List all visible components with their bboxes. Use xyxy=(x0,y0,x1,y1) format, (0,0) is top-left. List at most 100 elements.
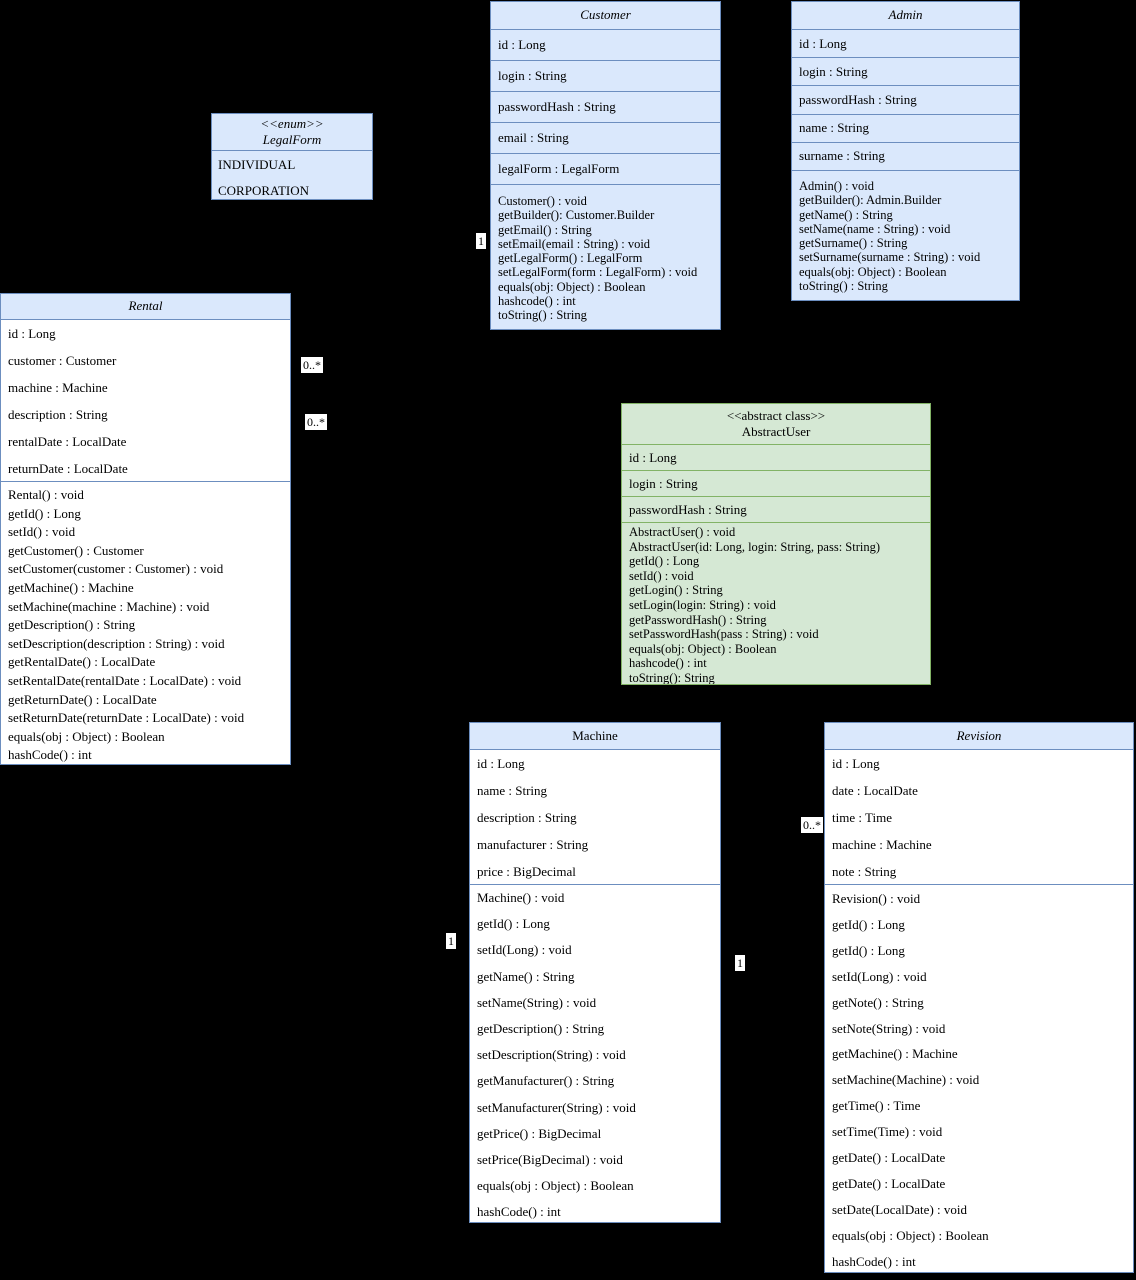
attribute-row: machine : Machine xyxy=(8,380,108,395)
attribute-row: passwordHash : String xyxy=(491,92,720,123)
class-name: Customer xyxy=(580,7,631,23)
attribute-row: name : String xyxy=(792,115,1019,143)
enum-value: CORPORATION xyxy=(218,182,310,198)
class-box-abstractuser[interactable]: <<abstract class>> AbstractUser id : Lon… xyxy=(621,403,931,685)
multiplicity-label-rental-upper[interactable]: 0..* xyxy=(301,357,323,373)
attribute-row: time : Time xyxy=(832,810,892,825)
multiplicity-label-machine-left[interactable]: 1 xyxy=(446,933,456,949)
enum-value: INDIVIDUAL xyxy=(218,157,296,172)
method-row: Machine() : void xyxy=(477,890,565,905)
method-row: getDate() : LocalDate xyxy=(832,1150,946,1166)
attributes-compartment: id : Long customer : Customer machine : Ma… xyxy=(1,320,290,482)
multiplicity-label-revision[interactable]: 0..* xyxy=(801,817,823,833)
method-row: getLogin() : String xyxy=(629,583,723,598)
class-name: Admin xyxy=(888,7,923,23)
method-row: hashCode() : int xyxy=(477,1204,561,1220)
attribute-row: passwordHash : String xyxy=(622,497,930,523)
method-row: getMachine() : Machine xyxy=(832,1046,958,1062)
method-row: getId() : Long xyxy=(832,916,905,932)
class-title: <<abstract class>> AbstractUser xyxy=(622,404,930,445)
class-name: LegalForm xyxy=(262,132,322,147)
attribute-row: note : String xyxy=(832,864,897,879)
method-row: getManufacturer() : String xyxy=(477,1073,615,1089)
attribute-row: login : String xyxy=(622,471,930,497)
class-name: AbstractUser xyxy=(741,424,811,439)
class-title: Machine xyxy=(470,723,720,750)
class-name: Rental xyxy=(128,298,163,314)
method-row: toString() : String xyxy=(498,308,587,323)
method-row: getNote() : String xyxy=(832,994,924,1010)
method-row: Customer() : void xyxy=(498,194,587,208)
attribute-row: id : Long xyxy=(8,326,56,341)
class-title: Revision xyxy=(825,723,1133,750)
attribute-row: customer : Customer xyxy=(8,353,117,368)
method-row: getSurname() : String xyxy=(799,236,908,251)
method-row: equals(obj: Object) : Boolean xyxy=(629,641,777,656)
method-row: setRentalDate(rentalDate : LocalDate) : … xyxy=(8,672,242,688)
method-row: getCustomer() : Customer xyxy=(8,542,144,558)
method-row: getName() : String xyxy=(799,207,893,222)
method-row: getPrice() : BigDecimal xyxy=(477,1125,602,1141)
method-row: setId(Long) : void xyxy=(477,942,572,958)
attribute-row: id : Long xyxy=(792,30,1019,59)
method-row: AbstractUser() : void xyxy=(629,525,736,539)
attribute-row: email : String xyxy=(491,123,720,154)
attribute-row: description : String xyxy=(8,407,108,422)
multiplicity-label-machine-right[interactable]: 1 xyxy=(735,955,745,971)
multiplicity-label-customer[interactable]: 1 xyxy=(476,233,486,249)
method-row: equals(obj: Object) : Boolean xyxy=(498,279,646,294)
method-row: toString(): String xyxy=(629,670,715,685)
method-row: setReturnDate(returnDate : LocalDate) : … xyxy=(8,710,245,726)
method-row: getId() : Long xyxy=(832,942,905,958)
class-title: Rental xyxy=(1,294,290,320)
method-row: getDescription() : String xyxy=(8,617,136,633)
method-row: getRentalDate() : LocalDate xyxy=(8,654,156,670)
method-row: setDate(LocalDate) : void xyxy=(832,1201,967,1217)
method-row: getId() : Long xyxy=(8,505,81,521)
method-row: hashCode() : int xyxy=(8,747,92,763)
enum-values-compartment: INDIVIDUAL CORPORATION xyxy=(212,151,372,199)
method-row: setMachine(Machine) : void xyxy=(832,1072,980,1088)
method-row: setDescription(description : String) : v… xyxy=(8,635,225,651)
method-row: setPasswordHash(pass : String) : void xyxy=(629,627,819,642)
method-row: Admin() : void xyxy=(799,178,874,193)
multiplicity-label-rental-lower[interactable]: 0..* xyxy=(305,414,327,430)
attribute-row: surname : String xyxy=(792,143,1019,171)
method-row: AbstractUser(id: Long, login: String, pa… xyxy=(629,539,881,554)
method-row: getDescription() : String xyxy=(477,1021,605,1037)
attribute-row: id : Long xyxy=(477,756,525,771)
method-row: setName(name : String) : void xyxy=(799,221,951,236)
method-row: setPrice(BigDecimal) : void xyxy=(477,1152,623,1168)
method-row: hashCode() : int xyxy=(832,1253,916,1269)
attribute-row: id : Long xyxy=(832,756,880,771)
method-row: setTime(Time) : void xyxy=(832,1124,943,1140)
attribute-row: machine : Machine xyxy=(832,837,932,852)
method-row: setId(Long) : void xyxy=(832,968,927,984)
method-row: toString() : String xyxy=(799,279,888,294)
method-row: getBuilder(): Admin.Builder xyxy=(799,193,942,208)
class-title: Admin xyxy=(792,2,1019,30)
method-row: hashcode() : int xyxy=(498,294,576,309)
method-row: equals(obj : Object) : Boolean xyxy=(832,1227,989,1243)
method-row: getReturnDate() : LocalDate xyxy=(8,691,157,707)
attribute-row: price : BigDecimal xyxy=(477,864,576,879)
method-row: setNote(String) : void xyxy=(832,1020,946,1036)
stereotype: <<abstract class>> xyxy=(726,407,826,423)
class-box-rental[interactable]: Rental id : Long customer : Customer machi… xyxy=(0,293,291,765)
method-row: Rental() : void xyxy=(8,487,84,502)
attribute-row: id : Long xyxy=(622,445,930,471)
class-name: Machine xyxy=(572,727,618,743)
